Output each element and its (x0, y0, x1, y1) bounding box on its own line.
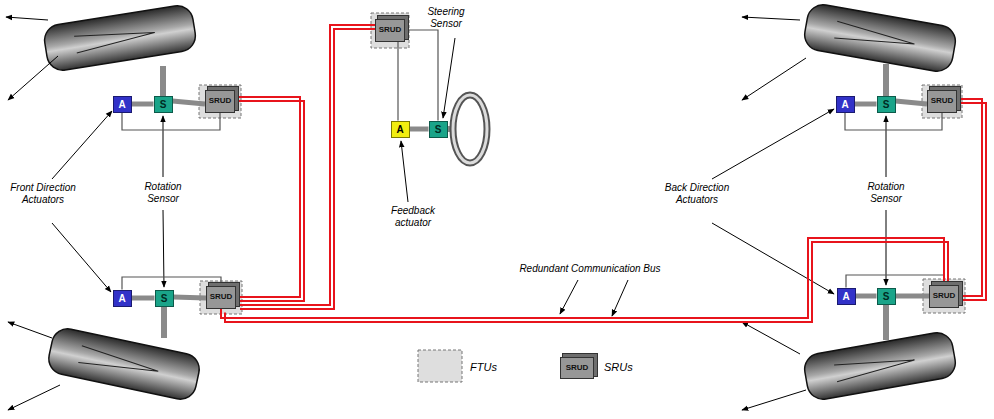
shaft-link (173, 101, 206, 104)
steering-wheel (453, 95, 487, 163)
tire (802, 330, 958, 401)
node-text: SRUD (931, 97, 954, 106)
motion-arrows (6, 17, 806, 410)
srud-box: SRUD (205, 90, 235, 113)
shaft-link (174, 297, 207, 298)
tire (42, 4, 197, 73)
node-text: SRUD (379, 26, 402, 35)
node-text: A (842, 291, 849, 302)
sensor-box: S (154, 96, 173, 113)
connector-path (132, 102, 154, 107)
connector-path (221, 238, 944, 318)
connector-path (132, 296, 155, 301)
ftu-box (199, 13, 965, 382)
legend-sample-text: SRUD (566, 363, 589, 372)
leader-line (52, 38, 886, 316)
bus-line (957, 99, 986, 300)
connector-path (225, 242, 948, 322)
connector-path (240, 29, 379, 309)
wheel-shaft (163, 64, 886, 340)
sensor-box: S (877, 288, 896, 305)
connector-path (397, 42, 398, 121)
actuator-box: A (836, 96, 855, 113)
node-text: A (396, 124, 403, 135)
sensor-box: S (429, 121, 448, 138)
node-text: S (435, 124, 442, 135)
node-text: A (118, 99, 125, 110)
actuator-box: A (837, 288, 856, 305)
legend-text: FTUs (470, 361, 497, 373)
bus-line (235, 97, 304, 301)
signal-wire (405, 30, 438, 121)
legend-item: FTUs (470, 361, 497, 374)
actuator-box: A (113, 96, 132, 113)
legend-item: SRUs (604, 361, 633, 374)
shaft-link (855, 104, 877, 105)
actuator-box: A (113, 290, 132, 307)
shaft-link (896, 101, 928, 104)
feedback-actuator-box: A (391, 121, 410, 138)
connector-path (174, 297, 207, 298)
sensor-box: S (877, 96, 896, 113)
shaft-link (132, 104, 154, 105)
srud-box: SRUD (929, 285, 959, 308)
signal-wire (845, 113, 942, 131)
connector-path (239, 101, 304, 301)
node-text: SRUD (209, 97, 232, 106)
connector-path (896, 294, 930, 299)
signal-wire (398, 42, 399, 121)
srud-legend-sample: SRUD (560, 357, 594, 379)
shaft-link (896, 296, 930, 297)
sensor-label: Rotation Sensor (857, 181, 915, 204)
tire (46, 326, 202, 402)
srud-box: SRUD (206, 286, 236, 309)
legend-text: SRUs (604, 361, 633, 373)
bus-label: Redundant Communication Bus (505, 263, 675, 275)
node-text: SRUD (933, 292, 956, 301)
sensor-box: S (155, 290, 174, 307)
tire (802, 2, 958, 73)
sensor-label: Rotation Sensor (134, 181, 192, 204)
connector-path (410, 127, 429, 132)
srud-box: SRUD (375, 19, 405, 42)
connector-path (856, 294, 877, 299)
node-text: S (883, 99, 890, 110)
node-text: A (118, 293, 125, 304)
node-text: SRUD (210, 293, 233, 302)
actuator-label: Back Direction Actuators (664, 182, 730, 205)
node-text: S (160, 99, 167, 110)
connector-path (235, 97, 300, 297)
bus-line (236, 25, 379, 309)
signal-wire (122, 113, 220, 131)
steering-wheel-rim (453, 95, 487, 163)
shaft-link (410, 129, 429, 130)
connector-path (855, 102, 877, 107)
srud-box: SRUD (927, 90, 957, 113)
node-text: A (841, 99, 848, 110)
actuator-label: Feedback actuator (382, 205, 444, 228)
actuator-label: Front Direction Actuators (10, 182, 76, 205)
sensor-label: Steering Sensor (418, 6, 474, 29)
bus-line (221, 238, 948, 322)
connector-path (405, 30, 438, 121)
node-text: S (883, 291, 890, 302)
node-text: S (161, 293, 168, 304)
connector-path (236, 25, 375, 305)
connector-path (961, 103, 986, 300)
connector-path (845, 113, 942, 131)
connector-path (173, 101, 206, 104)
shaft-link (132, 298, 155, 299)
shaft-link (856, 296, 877, 297)
connector-path (122, 113, 220, 131)
connector-path (957, 99, 982, 296)
connector-path (896, 101, 928, 104)
